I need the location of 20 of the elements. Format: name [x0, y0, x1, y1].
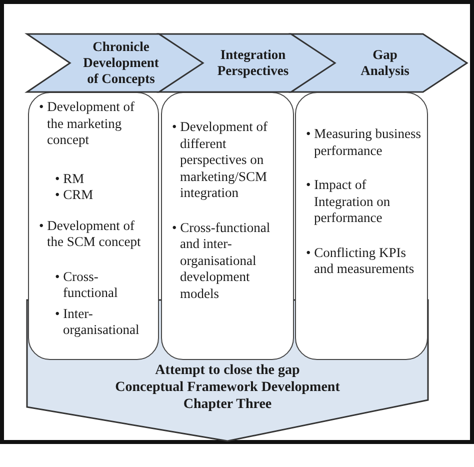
- bullet-item: • Development of the marketing concept: [39, 99, 136, 148]
- stage-heading: Gap Analysis: [360, 46, 410, 80]
- rounded-box: [295, 92, 428, 360]
- bullet-item: • Inter-organisational: [55, 306, 140, 338]
- bullet-item: • Measuring business performance: [306, 126, 421, 159]
- rounded-box: [28, 92, 159, 360]
- bullet-item: • Cross-functional: [55, 268, 119, 302]
- stage-heading: Chronicle Development of Concepts: [82, 38, 160, 88]
- rounded-box: [161, 92, 294, 360]
- bullet-item: • CRM: [55, 187, 94, 204]
- bullet-item: • Development of different perspectives on marketing/SCM integration: [172, 119, 268, 202]
- bullet-item: • Impact of Integration on performance: [306, 177, 392, 226]
- bullet-item: • Conflicting KPIs and measurements: [306, 244, 416, 278]
- stage-heading: Integration Perspectives: [216, 46, 290, 80]
- conclusion-text: Attempt to close the gap: [155, 362, 300, 379]
- conclusion-text: Chapter Three: [183, 396, 272, 413]
- bullet-item: • Cross-functional and inter-organisational development models: [172, 220, 272, 302]
- bullet-item: • RM: [55, 170, 86, 187]
- bullet-item: • Development of the SCM concept: [39, 218, 142, 250]
- conclusion-text: Conceptual Framework Development: [115, 379, 340, 396]
